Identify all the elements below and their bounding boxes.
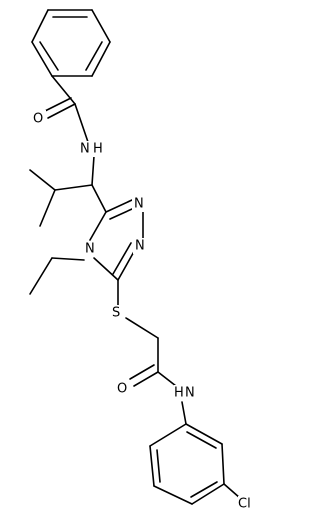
bond-phenyl1-5 [31, 41, 53, 77]
bond-phenyl1-inner-b [85, 41, 103, 71]
bond-isopropyl-me2 [39, 189, 56, 227]
bond-phenyl1-2 [91, 9, 111, 43]
bond-n2-aryl [181, 401, 187, 425]
bond-carbonyl2-o-a [133, 371, 159, 387]
bond-carbonyl-o-b [44, 97, 72, 112]
molecule-structure-diagram: O N H N N N S O H N Cl [29, 9, 258, 512]
bond-triazole-n4-c5 [89, 211, 107, 241]
bond-carbonyl-o-a [47, 103, 76, 119]
bond-carbonyl2-n [157, 371, 177, 387]
atom-labels: O N H N N N S O H N Cl [33, 110, 258, 512]
bonds [29, 9, 241, 505]
bond-ring-to-carbonyl [51, 75, 76, 105]
bond-phenyl2-3 [191, 483, 225, 505]
bond-phenyl2-inner-a [186, 431, 217, 449]
bond-carbonyl2-o-b [129, 364, 155, 380]
atom-label-thioether-sulfur: S [112, 306, 120, 321]
bond-phenyl2-2 [221, 443, 225, 485]
bond-triazole-n2-c3-inner [112, 242, 132, 275]
bond-triazole-c5-n1-inner [109, 208, 133, 220]
bond-isopropyl-me1 [29, 169, 56, 191]
bond-phenyl2-1 [185, 423, 223, 445]
bond-n-ch [91, 155, 95, 186]
bond-ch-triazole [91, 184, 107, 213]
bond-phenyl2-inner-b [190, 481, 218, 498]
bond-triazole-c3-n4 [93, 257, 119, 281]
bond-s-ch2 [125, 317, 159, 339]
atom-label-triazole-nitrogen-b: N [135, 239, 145, 254]
atom-label-triazole-ring-nitrogen: N [85, 242, 95, 257]
bond-phenyl1-inner-c [39, 41, 59, 71]
bond-triazole-c5-n1 [105, 199, 133, 213]
atom-label-carbonyl-oxygen-2: O [117, 382, 127, 397]
atom-label-carbonyl-oxygen-1: O [33, 112, 43, 127]
bond-carbonyl-n [74, 103, 89, 143]
bond-n4-ethyl-ch2 [51, 257, 85, 261]
bond-phenyl2-4 [153, 485, 193, 505]
bond-phenyl2-inner-c [156, 449, 161, 483]
atom-label-triazole-nitrogen-a: N [134, 197, 144, 212]
atom-label-amide-hydrogen-2: H [174, 386, 184, 401]
atom-label-amide-nitrogen-2: N [185, 386, 195, 401]
bond-ch-isopropyl [54, 184, 93, 191]
atom-label-amide-hydrogen-1: H [93, 142, 103, 157]
bond-phenyl2-6 [149, 423, 187, 447]
bond-phenyl2-5 [149, 445, 155, 487]
bond-phenyl1-3 [91, 41, 111, 77]
bond-phenyl1-6 [31, 9, 49, 43]
atom-label-chlorine: Cl [238, 497, 251, 512]
bond-ethyl-ch3 [29, 257, 53, 295]
atom-label-amide-nitrogen-1: N [80, 142, 90, 157]
bond-c-cl [223, 483, 241, 499]
